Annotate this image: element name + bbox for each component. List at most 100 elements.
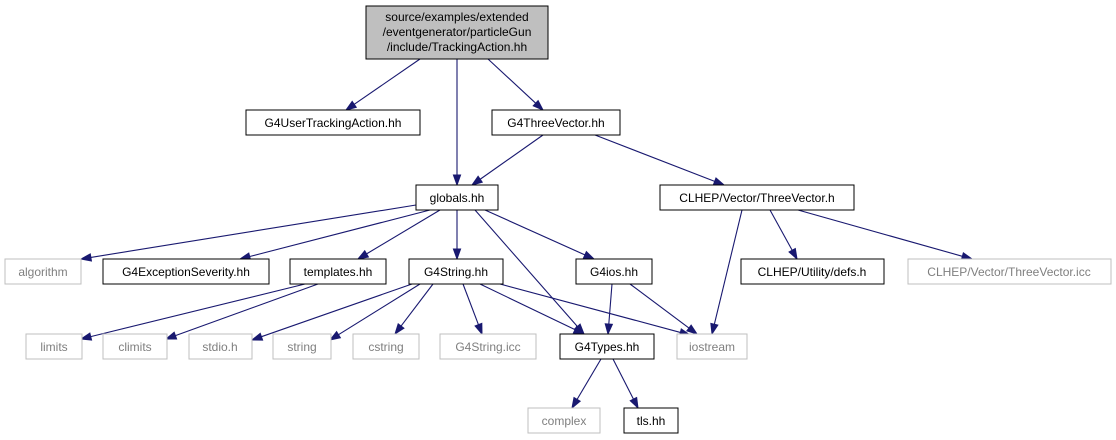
edge-line bbox=[612, 358, 634, 400]
node-g4threevector[interactable]: G4ThreeVector.hh bbox=[491, 109, 621, 136]
arrowhead-icon bbox=[710, 322, 719, 336]
edge-line bbox=[400, 283, 434, 327]
node-clhep-threevector-h[interactable]: CLHEP/Vector/ThreeVector.h bbox=[659, 184, 855, 211]
node-g4types[interactable]: G4Types.hh bbox=[559, 333, 655, 360]
edge-line bbox=[90, 283, 306, 338]
node-g4exceptionseverity[interactable]: G4ExceptionSeverity.hh bbox=[102, 258, 270, 285]
edge-line bbox=[338, 283, 421, 336]
node-limits[interactable]: limits bbox=[25, 333, 83, 360]
edge-line bbox=[713, 209, 743, 325]
node-label: G4UserTrackingAction.hh bbox=[265, 116, 402, 130]
node-label: CLHEP/Utility/defs.h bbox=[758, 265, 867, 279]
node-label: climits bbox=[118, 340, 151, 354]
node-label: complex bbox=[542, 414, 587, 428]
node-label: CLHEP/Vector/ThreeVector.h bbox=[679, 191, 834, 205]
edge-root-to-g4threevector bbox=[487, 58, 545, 112]
node-g4usertrackingaction[interactable]: G4UserTrackingAction.hh bbox=[245, 109, 421, 136]
edge-g4ios-to-iostream bbox=[629, 283, 699, 335]
edge-line bbox=[594, 134, 715, 182]
arrowhead-icon bbox=[328, 330, 342, 341]
edge-g4ios-to-g4types bbox=[604, 283, 614, 336]
edge-g4string-to-stdio bbox=[250, 283, 413, 341]
node-label: tls.hh bbox=[637, 414, 666, 428]
edge-root-to-globals bbox=[452, 59, 462, 187]
node-label: globals.hh bbox=[430, 191, 485, 205]
edge-templates-to-climits bbox=[164, 283, 319, 340]
edge-line bbox=[479, 283, 576, 331]
node-root-trackingaction[interactable]: source/examples/extended /eventgenerator… bbox=[365, 5, 549, 60]
node-label: cstring bbox=[368, 340, 403, 354]
edge-root-to-g4usertrackingaction bbox=[344, 58, 421, 111]
node-g4string-icc[interactable]: G4String.icc bbox=[439, 333, 537, 360]
node-globals[interactable]: globals.hh bbox=[415, 184, 499, 211]
edge-globals-to-templates bbox=[356, 209, 441, 260]
edge-line bbox=[484, 209, 586, 256]
edge-line bbox=[90, 204, 417, 258]
edge-line bbox=[499, 283, 681, 333]
arrowhead-icon bbox=[470, 175, 484, 186]
arrowhead-icon bbox=[474, 322, 483, 336]
arrowhead-icon bbox=[604, 323, 614, 336]
arrowhead-icon bbox=[572, 325, 586, 335]
edge-line bbox=[462, 283, 479, 325]
node-label: CLHEP/Vector/ThreeVector.icc bbox=[927, 265, 1090, 279]
arrowhead-icon bbox=[250, 332, 264, 341]
edge-line bbox=[366, 209, 441, 255]
arrowhead-icon bbox=[712, 177, 726, 186]
arrowhead-icon bbox=[788, 247, 798, 261]
node-algorithm[interactable]: algorithm bbox=[4, 258, 82, 285]
edge-line bbox=[629, 283, 690, 329]
edge-line bbox=[175, 283, 319, 337]
node-label: G4ios.hh bbox=[590, 265, 638, 279]
node-label: string bbox=[287, 340, 316, 354]
node-clhep-defs[interactable]: CLHEP/Utility/defs.h bbox=[740, 258, 885, 285]
edge-templates-to-limits bbox=[79, 283, 306, 341]
node-templates[interactable]: templates.hh bbox=[289, 258, 387, 285]
node-label: stdio.h bbox=[202, 340, 237, 354]
edge-line bbox=[479, 134, 544, 180]
arrowhead-icon bbox=[356, 249, 370, 260]
arrowhead-icon bbox=[629, 396, 639, 410]
arrowhead-icon bbox=[582, 250, 596, 260]
node-g4ios[interactable]: G4ios.hh bbox=[575, 258, 653, 285]
edge-g4string-to-cstring bbox=[394, 283, 434, 336]
node-label: G4ThreeVector.hh bbox=[507, 116, 604, 130]
node-label: iostream bbox=[689, 340, 735, 354]
node-iostream[interactable]: iostream bbox=[676, 333, 748, 360]
edge-line bbox=[608, 283, 613, 325]
edge-g4types-to-tls bbox=[612, 358, 639, 410]
edge-line bbox=[769, 209, 793, 251]
node-climits[interactable]: climits bbox=[102, 333, 168, 360]
edge-g4string-to-g4types bbox=[479, 283, 586, 335]
arrowhead-icon bbox=[79, 253, 93, 262]
node-tls[interactable]: tls.hh bbox=[623, 407, 679, 434]
arrowhead-icon bbox=[532, 99, 545, 112]
node-label: templates.hh bbox=[304, 265, 373, 279]
edge-line bbox=[576, 358, 602, 400]
dependency-edges bbox=[79, 58, 974, 410]
arrowhead-icon bbox=[571, 396, 582, 410]
edge-globals-to-g4ios bbox=[484, 209, 596, 260]
node-clhep-threevector-icc[interactable]: CLHEP/Vector/ThreeVector.icc bbox=[907, 258, 1112, 285]
node-g4string[interactable]: G4String.hh bbox=[408, 258, 504, 285]
node-cstring[interactable]: cstring bbox=[352, 333, 420, 360]
node-label: G4Types.hh bbox=[575, 340, 640, 354]
edge-clhep_threevector_h-to-clhep_defs bbox=[769, 209, 798, 261]
node-string[interactable]: string bbox=[272, 333, 332, 360]
root-label-line-1: source/examples/extended bbox=[385, 10, 528, 24]
edge-globals-to-g4string bbox=[452, 210, 462, 261]
edge-g4string-to-iostream bbox=[499, 283, 692, 337]
edge-g4threevector-to-globals bbox=[470, 134, 544, 186]
node-label: G4String.icc bbox=[455, 340, 520, 354]
node-label: algorithm bbox=[18, 265, 67, 279]
node-complex[interactable]: complex bbox=[527, 407, 601, 434]
node-stdio[interactable]: stdio.h bbox=[188, 333, 253, 360]
edge-globals-to-algorithm bbox=[79, 204, 417, 262]
node-label: G4ExceptionSeverity.hh bbox=[122, 265, 250, 279]
edge-line bbox=[249, 209, 431, 258]
arrowhead-icon bbox=[394, 323, 405, 336]
root-label-line-2: /eventgenerator/particleGun bbox=[383, 25, 532, 39]
arrowhead-icon bbox=[452, 174, 462, 187]
edge-clhep_threevector_h-to-clhep_threevector_icc bbox=[797, 209, 974, 261]
